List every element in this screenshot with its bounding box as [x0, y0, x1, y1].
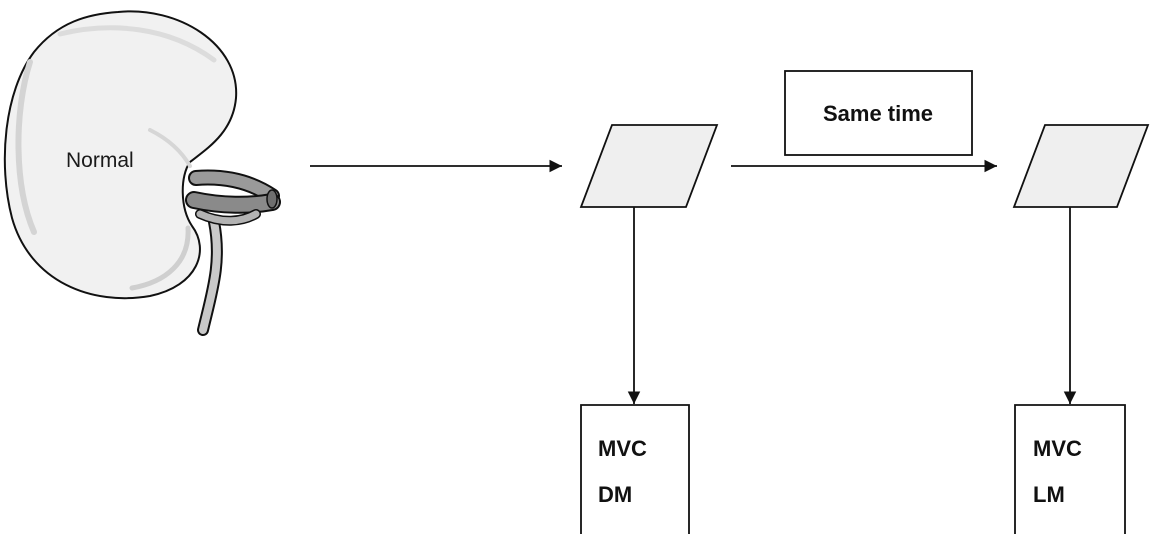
result-right-box — [1015, 405, 1125, 534]
same-time-label: Same time — [823, 101, 933, 126]
sample-left-parallelogram — [581, 125, 717, 207]
sample-right-parallelogram — [1014, 125, 1148, 207]
kidney-label: Normal — [66, 149, 134, 172]
kidney-illustration: Normal — [5, 11, 277, 330]
result-right-line1: MVC — [1033, 436, 1082, 461]
result-left-box — [581, 405, 689, 534]
result-left-line2: DM — [598, 482, 632, 507]
result-left-line1: MVC — [598, 436, 647, 461]
result-right-line2: LM — [1033, 482, 1065, 507]
renal-vessels — [194, 178, 277, 221]
